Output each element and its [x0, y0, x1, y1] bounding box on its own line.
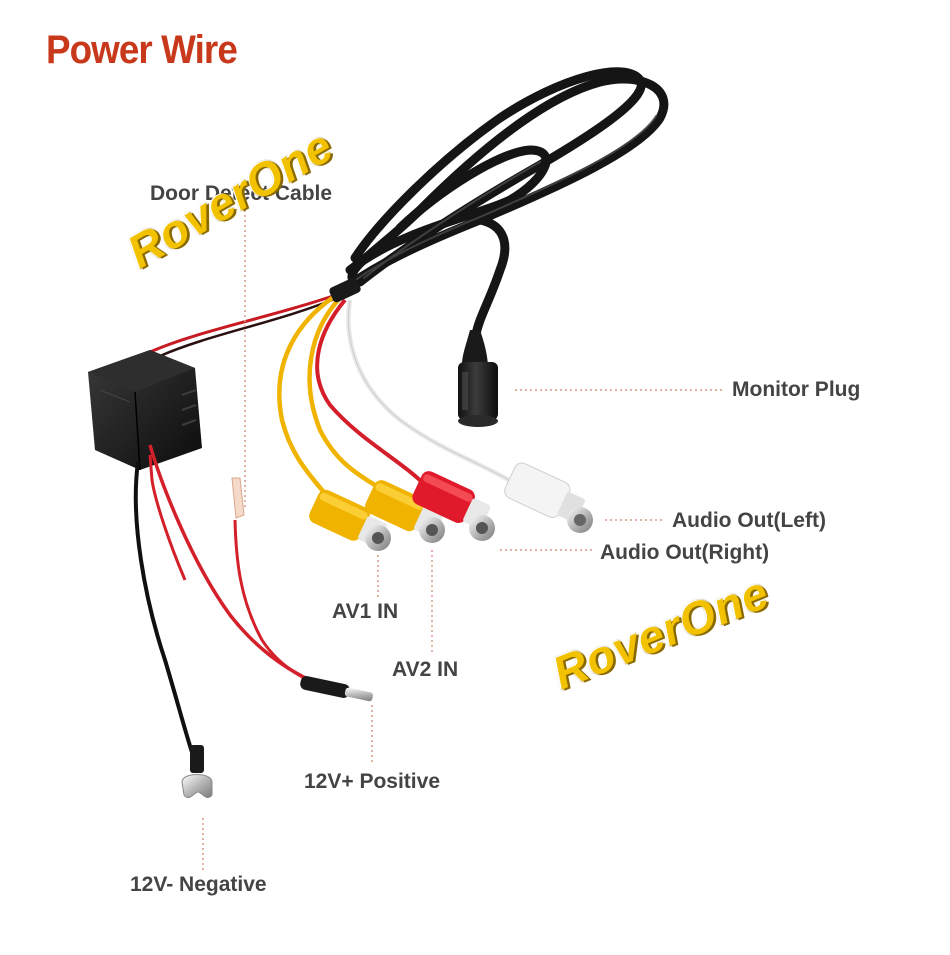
rca-yellow-av2 [365, 480, 445, 543]
rca-red-audio-right [412, 471, 495, 541]
red-top-wire [149, 290, 346, 354]
label-12v-negative: 12V- Negative [130, 873, 267, 896]
label-av2-in: AV2 IN [392, 658, 459, 681]
negative-wire [133, 461, 200, 771]
page-title: Power Wire [46, 28, 238, 72]
fuse-holder [231, 477, 245, 519]
yellow-wires [277, 293, 393, 503]
leader-lines [202, 210, 722, 870]
label-audio-out-left: Audio Out(Left) [672, 509, 826, 532]
label-door-detect-cable: Door Detect Cable [150, 182, 333, 205]
rca-white-audio-left [504, 462, 593, 533]
label-monitor-plug: Monitor Plug [732, 378, 861, 401]
label-12v-positive: 12V+ Positive [304, 770, 440, 793]
label-audio-out-right: Audio Out(Right) [600, 541, 770, 564]
control-box [88, 350, 202, 471]
monitor-plug [458, 330, 498, 427]
positive-terminal [300, 676, 373, 702]
red-rca-wire [315, 298, 427, 487]
negative-ring-terminal [181, 745, 213, 798]
black-cable-highlight [349, 115, 657, 285]
label-av1-in: AV1 IN [332, 600, 399, 623]
rca-yellow-av1 [309, 489, 391, 551]
black-cable [340, 67, 669, 340]
junction-sleeve [329, 277, 361, 303]
